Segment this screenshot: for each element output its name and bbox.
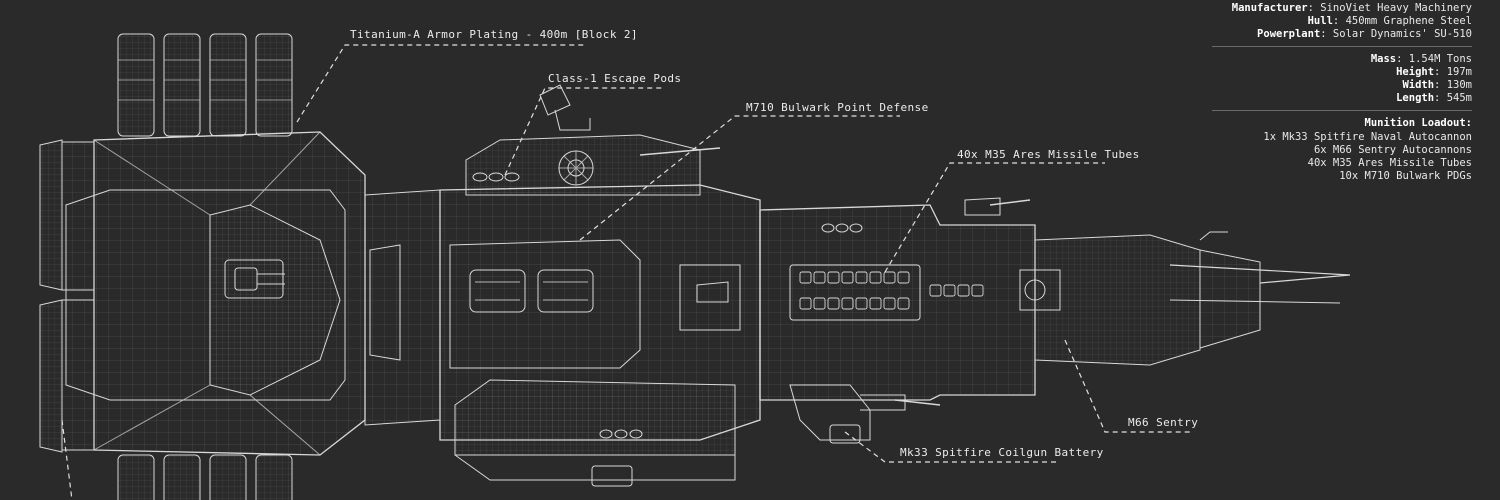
- spec-height: Height: 197m: [1396, 66, 1472, 78]
- leader-sentry: [1064, 339, 1190, 433]
- spec-divider: [1212, 46, 1472, 47]
- leader-point-defense: [579, 115, 900, 241]
- central-hull: [439, 184, 761, 441]
- spec-mass: Mass: 1.54M Tons: [1370, 53, 1472, 65]
- ship-hull: [39, 33, 1351, 500]
- upper-superstructure: [465, 84, 721, 196]
- spec-powerplant: Powerplant: Solar Dynamics' SU-510: [1257, 28, 1472, 40]
- leader-stern: [61, 419, 73, 500]
- armor-plates-top: [117, 33, 293, 137]
- spec-hull: Hull: 450mm Graphene Steel: [1307, 15, 1472, 27]
- spec-manufacturer: Manufacturer: SinoViet Heavy Machinery: [1231, 2, 1472, 14]
- callout-lines: [61, 44, 1190, 500]
- spec-width: Width: 130m: [1402, 79, 1472, 91]
- rear-block: [65, 131, 366, 456]
- spec-divider: [1212, 110, 1472, 111]
- rear-engines: [39, 139, 95, 453]
- callout-coilgun: Mk33 Spitfire Coilgun Battery: [900, 446, 1104, 459]
- leader-missile-tubes: [884, 162, 1105, 273]
- loadout-item: 40x M35 Ares Missile Tubes: [1307, 157, 1472, 169]
- bow: [1019, 231, 1351, 366]
- missile-tube-array: [799, 271, 984, 310]
- forward-section: [759, 197, 1036, 444]
- loadout-item: 1x Mk33 Spitfire Naval Autocannon: [1263, 131, 1472, 143]
- callout-point-defense: M710 Bulwark Point Defense: [746, 101, 929, 114]
- spec-length: Length: 545m: [1396, 92, 1472, 104]
- leader-escape-pods: [504, 87, 665, 176]
- loadout-item: 6x M66 Sentry Autocannons: [1313, 144, 1472, 156]
- lower-hull: [454, 379, 736, 487]
- armor-plates-bottom: [117, 454, 293, 500]
- spec-panel: Manufacturer: SinoViet Heavy Machinery H…: [1212, 2, 1472, 183]
- loadout-title: Munition Loadout:: [1364, 117, 1472, 129]
- leader-armor: [296, 44, 585, 123]
- callout-missile-tubes: 40x M35 Ares Missile Tubes: [957, 148, 1140, 161]
- callout-escape-pods: Class-1 Escape Pods: [548, 72, 682, 85]
- mid-connector: [364, 189, 441, 426]
- leader-coilgun: [844, 431, 1060, 463]
- callout-sentry: M66 Sentry: [1128, 416, 1199, 429]
- callout-armor: Titanium-A Armor Plating - 400m [Block 2…: [350, 28, 638, 41]
- loadout-item: 10x M710 Bulwark PDGs: [1339, 170, 1472, 182]
